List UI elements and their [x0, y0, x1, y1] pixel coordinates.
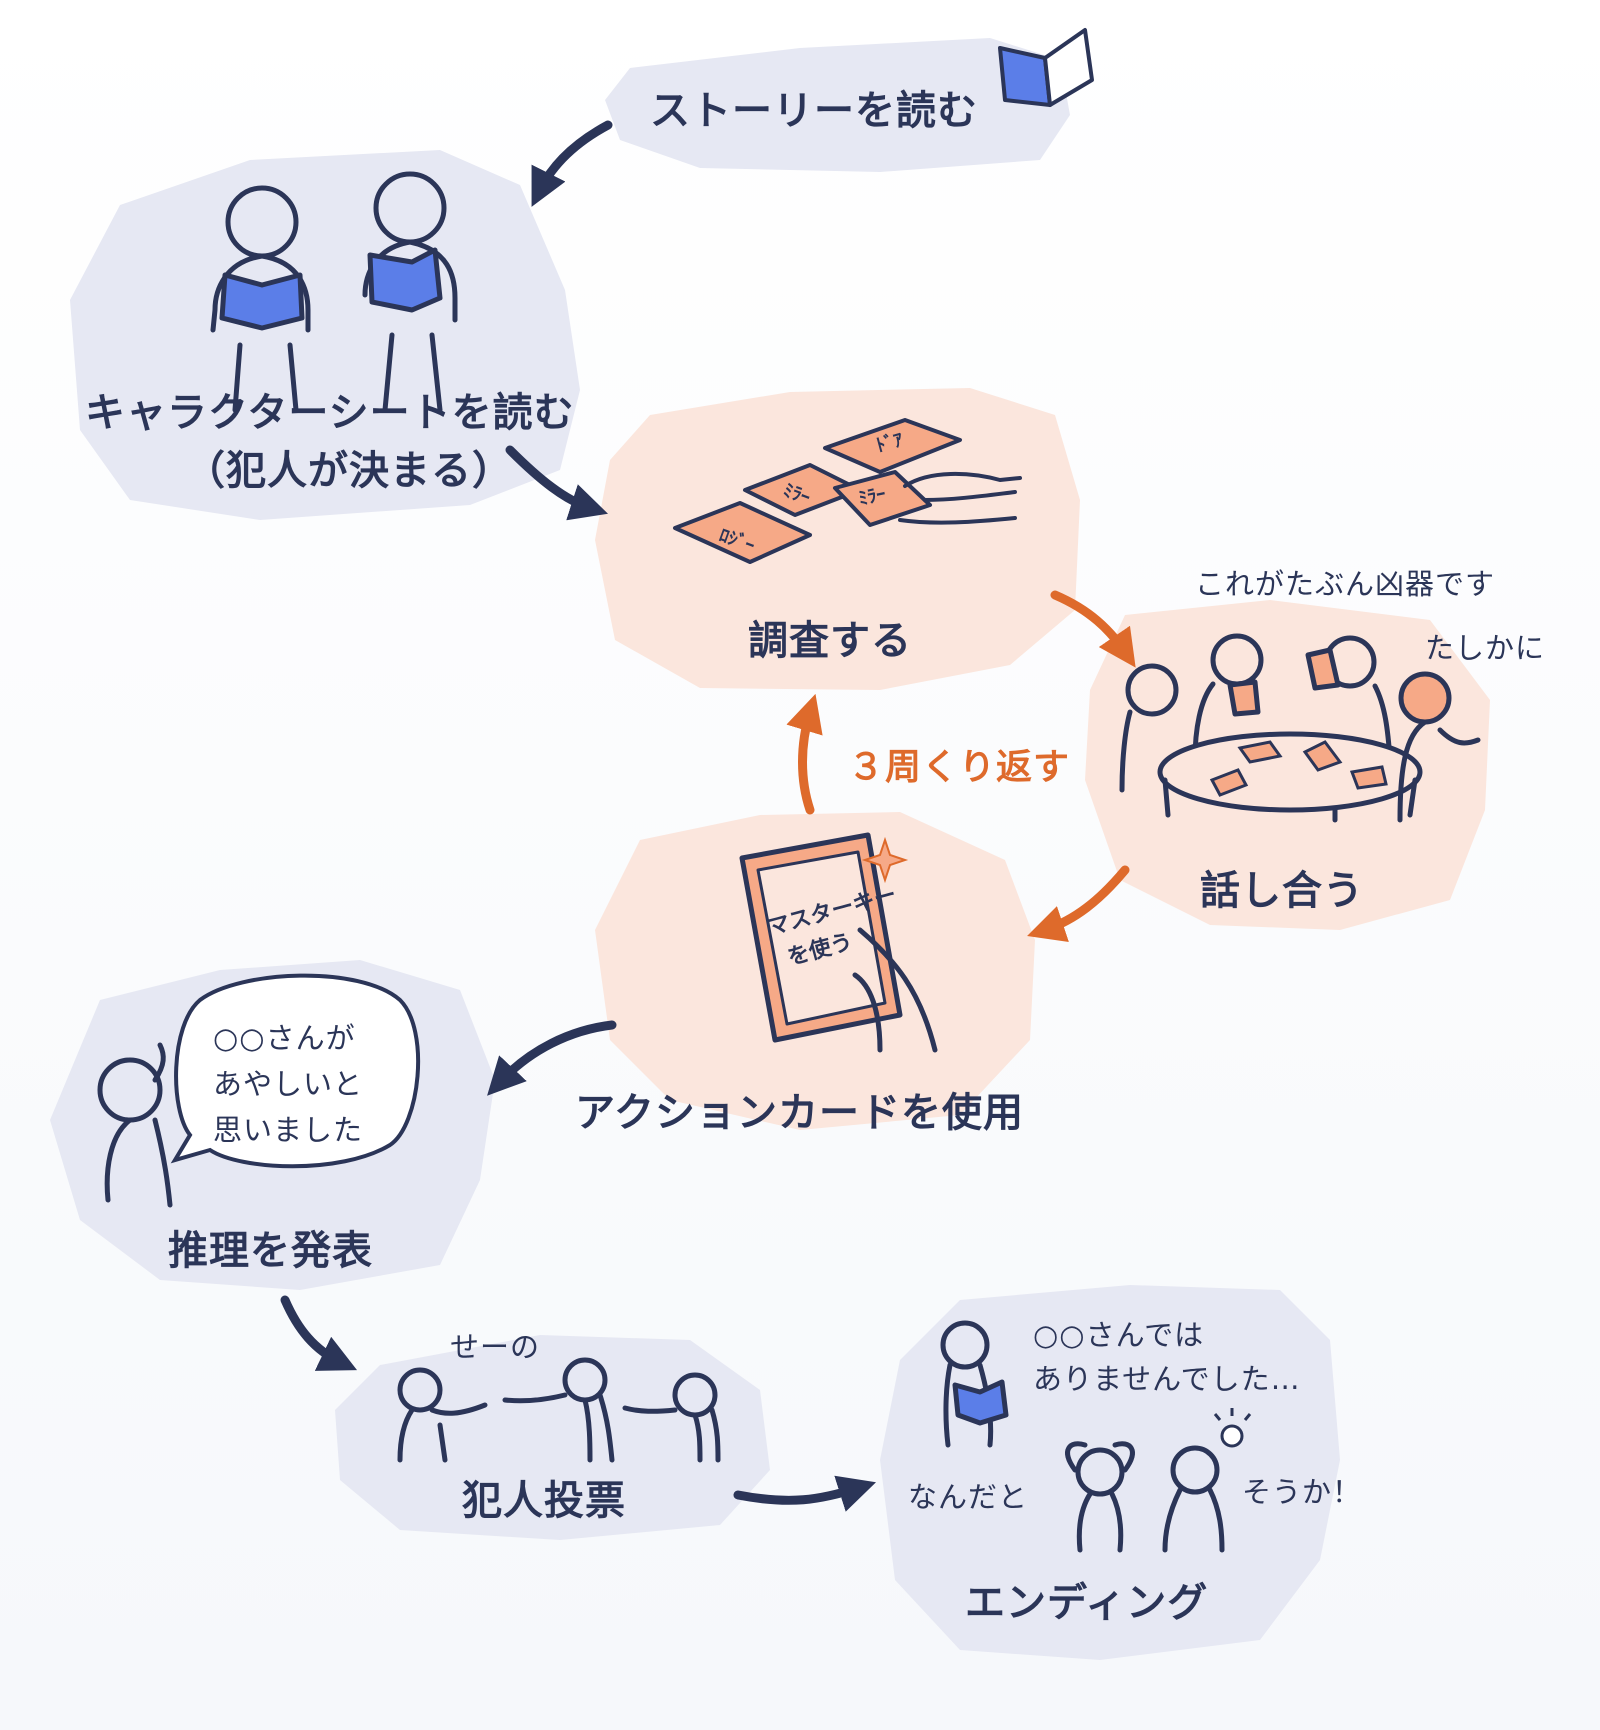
reasoning-speech-2: あやしいと — [213, 1067, 364, 1101]
lightbulb-icon — [1213, 1408, 1252, 1448]
blob-vote — [335, 1335, 770, 1540]
arrow-discuss-to-card — [1027, 865, 1130, 942]
step-investigate-label: 調査する — [748, 618, 912, 664]
reasoning-speech-1: ○○さんが — [213, 1021, 356, 1055]
hand-icon — [898, 471, 1022, 525]
step-discuss-label: 話し合う — [1200, 868, 1364, 914]
reader-figures-icon — [210, 171, 458, 413]
step-culprit-note: （犯人が決まる） — [185, 448, 513, 494]
step-ending-label: エンディング — [965, 1580, 1209, 1626]
action-card-icon — [739, 832, 938, 1053]
discuss-speech-1: これがたぶん凶器です — [1195, 567, 1496, 601]
arrow-investigate-to-discuss — [1050, 590, 1136, 668]
book-icon — [998, 28, 1094, 107]
arrow-story-to-sheet — [531, 120, 613, 207]
evidence-cards-icon — [673, 418, 1022, 564]
step-character-sheet-label: キャラクターシートを読む — [85, 390, 575, 436]
round-table-icon — [1119, 633, 1481, 823]
holding-hand-icon — [852, 927, 938, 1053]
discuss-speech-2: たしかに — [1425, 631, 1546, 665]
arrow-sheet-to-investigate — [505, 445, 608, 521]
loop-label: ３周くり返す — [848, 747, 1071, 788]
ending-speech-4: そうか！ — [1242, 1475, 1363, 1509]
voting-figures-icon — [397, 1357, 721, 1463]
arrow-vote-to-ending — [733, 1475, 877, 1512]
step-read-story-label: ストーリーを読む — [650, 88, 978, 134]
table-cards-icon — [1209, 740, 1388, 797]
ending-speech-3: なんだと — [908, 1480, 1029, 1514]
arrow-reasoning-to-vote — [280, 1295, 358, 1371]
ending-figures-icon — [940, 1320, 1225, 1553]
step-action-card-label: アクションカードを使用 — [575, 1090, 1024, 1136]
blob-read-story — [605, 38, 1070, 172]
reasoning-speech-3: 思いました — [213, 1113, 364, 1147]
arrow-card-to-reasoning — [487, 1020, 617, 1096]
thinker-icon — [97, 1042, 173, 1208]
speech-bubble — [170, 973, 421, 1169]
step-vote-label: 犯人投票 — [462, 1478, 626, 1524]
blob-character-sheet — [70, 150, 580, 520]
arrow-card-loop-up — [786, 693, 823, 815]
ending-speech-1: ○○さんでは — [1033, 1318, 1205, 1352]
sparkle-icon — [861, 836, 909, 884]
step-reasoning-label: 推理を発表 — [168, 1228, 373, 1274]
ending-speech-2: ありませんでした… — [1033, 1362, 1301, 1396]
blob-investigate — [595, 388, 1080, 690]
vote-speech: せーの — [450, 1330, 541, 1364]
